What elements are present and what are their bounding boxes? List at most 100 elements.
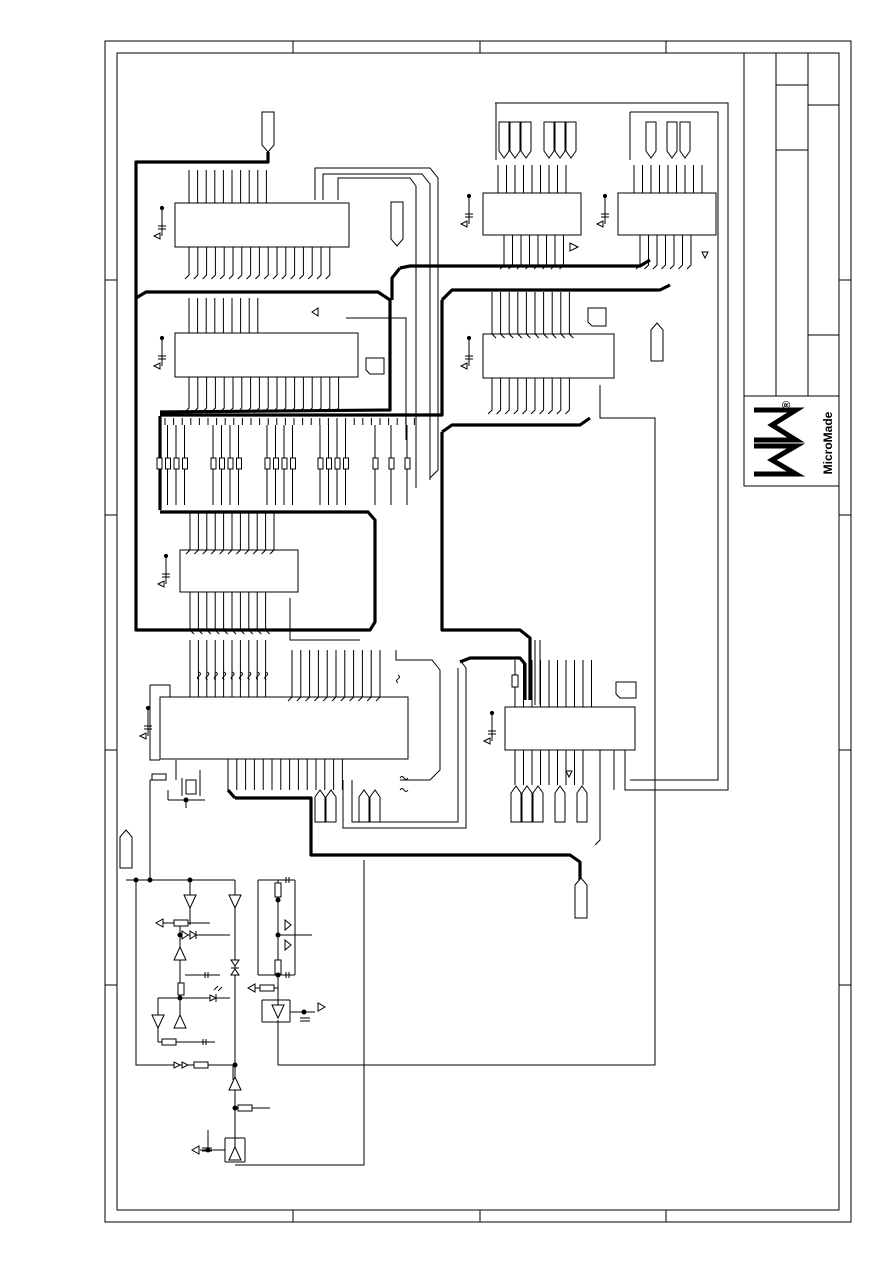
ic-u7-bottom-pin <box>565 378 570 415</box>
ic-u6-bottom-pin <box>644 235 649 270</box>
ic-mcu-top-pin-right <box>366 650 372 702</box>
ic-u6-bottom-pin <box>686 235 692 270</box>
ic-mcu-top-pin-right <box>287 650 293 702</box>
ic-u5 <box>482 192 582 236</box>
logo-monogram <box>754 407 806 477</box>
net-flag-u5 <box>543 121 555 159</box>
ic-u5-bottom-pin <box>542 235 547 270</box>
signal-wires <box>126 102 729 1166</box>
net-label-flags <box>119 111 691 919</box>
ic-u7-bottom-pin <box>547 378 553 415</box>
ic-u5-bottom-pin <box>533 235 539 270</box>
decoupling-cap-u2 <box>152 362 161 370</box>
ic-u2-bottom-pin <box>255 377 260 413</box>
ic-mcu-top-pin-right <box>331 650 337 702</box>
ic-u1-bottom-pin <box>219 247 225 280</box>
ic-u3-top-pin <box>227 512 233 555</box>
resistor-single <box>372 457 379 470</box>
resistor-array-element <box>156 457 163 470</box>
ic-u3-top-pin <box>269 512 275 555</box>
ic-mcu-top-pin-right <box>296 650 302 702</box>
decoupling-cap-u6 <box>595 220 604 228</box>
ic-u3-bottom-pin <box>265 592 270 635</box>
ic-u1-bottom-pin <box>246 247 252 280</box>
ic-u7-top-pin <box>508 292 514 339</box>
ground-arrow <box>569 242 580 252</box>
ferrite-bead <box>247 671 252 681</box>
net-flag-mcu <box>358 789 370 823</box>
ic-u7-bottom-pin <box>539 378 545 415</box>
decoupling-cap-u5 <box>459 220 468 228</box>
resistor-single <box>404 457 411 470</box>
resistor-single <box>388 457 395 470</box>
ferrite-beads <box>197 671 409 792</box>
resistor-array-element <box>326 457 332 470</box>
ic-u7-bottom-pin <box>530 378 536 415</box>
decoupling-cap-u3 <box>163 553 169 559</box>
drawing-frame <box>104 40 852 1223</box>
decoupling-cap-u7 <box>459 362 468 370</box>
ferrite-bead <box>264 671 269 681</box>
analog-section <box>126 674 519 1163</box>
ic-pin-stubs <box>184 165 703 790</box>
ic-u3-top-pin <box>244 512 250 555</box>
ic-mcu-top-pin-right <box>305 650 311 702</box>
resistor-array-element <box>264 457 271 470</box>
net-flag-u6 <box>645 121 657 159</box>
resistor-array-element <box>173 457 180 470</box>
resistor-array-element <box>343 457 349 470</box>
ic-u2-bottom-pin <box>325 377 331 413</box>
ic-u1-bottom-pin <box>263 247 269 280</box>
ic-u1-bottom-pin <box>255 247 260 280</box>
ic-u7-top-pin <box>543 292 548 339</box>
ferrite-bead <box>197 671 201 681</box>
ic-u3 <box>179 549 299 593</box>
ic-u3-top-pin <box>236 512 241 555</box>
ferrite-bead <box>255 671 260 681</box>
resistor-array-element <box>290 457 296 470</box>
logo-registered-mark: ® <box>781 401 793 409</box>
ic-u7-bottom-pin <box>513 378 519 415</box>
crystal-oscillator <box>167 760 205 808</box>
logo-brand-text: MicroMade <box>821 411 835 474</box>
ic-u6 <box>617 192 717 236</box>
ic-u5-bottom-pin <box>508 235 513 270</box>
ic-u2-bottom-pin <box>299 377 304 413</box>
resistor-array-element <box>317 457 324 470</box>
resistor-array-element <box>219 457 225 470</box>
ic-u7-top-pin <box>525 292 531 339</box>
ic-u5-bottom-pin <box>516 235 522 270</box>
ic-u1-bottom-pin <box>184 247 190 280</box>
ic-u7-bottom-pin <box>504 378 510 415</box>
ic-u1-bottom-pin <box>228 247 234 280</box>
decoupling-capacitors <box>138 193 709 779</box>
ferrite-bead <box>399 788 409 792</box>
ic-u1-bottom-pin <box>237 247 243 280</box>
ic-u1-bottom-pin <box>307 247 313 280</box>
resistor-array-element <box>334 457 341 470</box>
resistor-array-element <box>281 457 288 470</box>
ic-u1-bottom-pin <box>211 247 216 280</box>
ground-arrow <box>565 770 573 779</box>
decoupling-cap-u5 <box>466 193 472 199</box>
ic-u3-top-pin <box>210 512 216 555</box>
net-flag-u5 <box>509 121 521 159</box>
ic-u6-bottom-pin <box>678 235 683 270</box>
ic-u5-bottom-pin <box>525 235 530 270</box>
ic-mcu <box>159 696 409 760</box>
ferrite-bead <box>205 671 210 681</box>
ic-u2-bottom-pin <box>281 377 287 413</box>
net-flag-u5 <box>554 121 566 159</box>
ic-u3-bottom-pin <box>248 592 254 635</box>
ic-u7-bottom-pin <box>487 378 493 415</box>
resistor-array-element <box>236 457 242 470</box>
ic-u3-bottom-pin <box>231 592 237 635</box>
ic-u7-bottom-pin <box>522 378 527 415</box>
ic-u6-bottom-pin <box>652 235 658 270</box>
net-flag-u5 <box>565 121 577 159</box>
net-flag-u5 <box>498 121 510 159</box>
ferrite-bead <box>399 776 409 780</box>
ic-label-tabs <box>365 307 637 699</box>
net-flag-mcu <box>325 789 337 823</box>
